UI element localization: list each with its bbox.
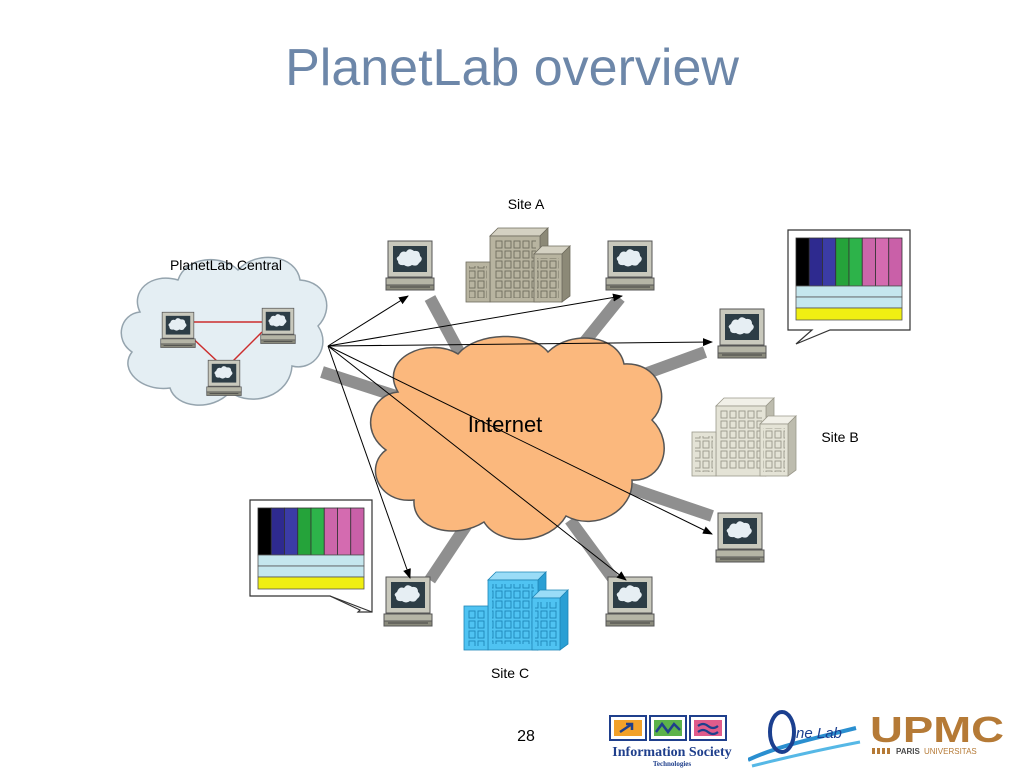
ist-logo-subtext: Technologies <box>653 760 692 768</box>
site-a-computer-right <box>605 240 655 291</box>
arrow-to-site-a-left <box>327 295 409 347</box>
slice-callout-site-b <box>787 229 911 345</box>
site-c-computer-left <box>383 576 433 627</box>
central-cloud-shape <box>120 256 328 406</box>
slice-column <box>284 507 299 556</box>
slice-column <box>323 507 338 556</box>
control-arrows <box>327 293 713 581</box>
site-b-computer-bottom <box>715 512 765 563</box>
slice-column <box>270 507 285 556</box>
slide-title: PlanetLab overview <box>285 39 739 97</box>
arrow-to-site-c-right <box>327 345 627 581</box>
onelab-logo-text: ne Lab <box>796 725 842 742</box>
site-a-building <box>465 227 571 303</box>
upmc-sub-paris: PARIS <box>896 747 921 756</box>
site-a-label: Site A <box>508 196 545 212</box>
slice-column <box>310 507 325 556</box>
site-b-building <box>691 397 797 477</box>
upmc-logo-text: UPMC <box>870 710 1004 750</box>
slice-column <box>835 237 850 287</box>
slice-column <box>848 237 863 287</box>
slice-column <box>257 507 272 556</box>
link-site-c-right <box>565 516 619 584</box>
site-a-computer-left <box>385 240 435 291</box>
slice-column <box>875 237 890 287</box>
slice-callout-site-c <box>249 499 373 613</box>
slice-column <box>861 237 876 287</box>
central-computer-bottom <box>207 360 242 395</box>
site-b-computer-top <box>717 308 767 359</box>
site-c-label: Site C <box>491 665 529 681</box>
upmc-logo: UPMC PARIS UNIVERSITAS <box>870 710 1004 756</box>
page-number: 28 <box>517 728 535 745</box>
arrow-to-site-b-bottom <box>327 345 713 535</box>
onelab-logo: ne Lab <box>748 710 861 768</box>
information-society-logo: Information Society Technologies <box>609 715 732 768</box>
ist-logo-text: Information Society <box>612 745 731 760</box>
slice-column <box>350 507 365 556</box>
site-c-building <box>463 571 569 651</box>
central-computer-left <box>161 312 196 347</box>
internet-label: Internet <box>468 412 543 437</box>
upmc-sub-universitas: UNIVERSITAS <box>924 747 977 756</box>
slice-column <box>822 237 837 287</box>
site-b-label: Site B <box>821 429 858 445</box>
planetlab-central-cloud <box>120 256 328 406</box>
arrow-to-site-b-top <box>327 338 713 347</box>
slice-column <box>808 237 823 287</box>
arrow-to-site-c-left <box>327 345 411 579</box>
slice-column <box>337 507 352 556</box>
arrow-to-site-a-right <box>327 293 623 347</box>
internet-cloud <box>369 335 665 541</box>
site-c-computer-right <box>605 576 655 627</box>
planetlab-central-label: PlanetLab Central <box>170 257 282 273</box>
central-computer-right <box>261 308 296 343</box>
slice-column <box>795 237 810 287</box>
slice-column <box>297 507 312 556</box>
slice-column <box>888 237 903 287</box>
